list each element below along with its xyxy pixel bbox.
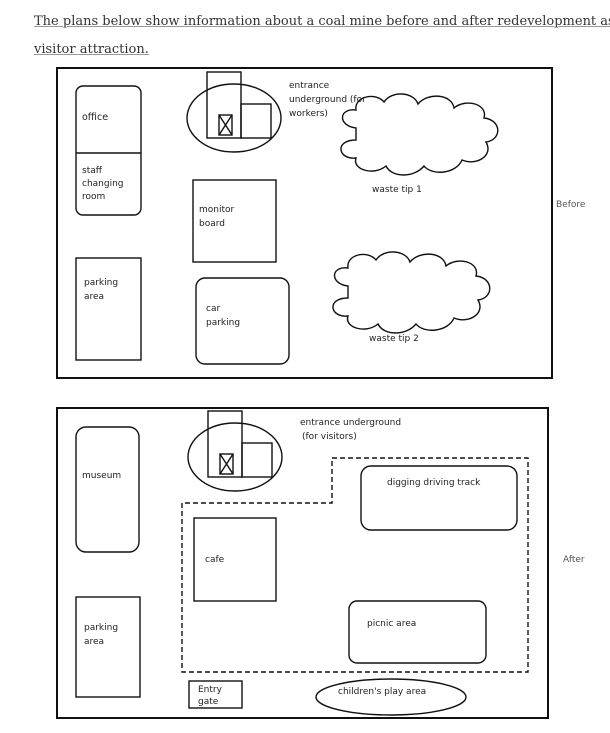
car-parking-label-2: parking (206, 318, 240, 328)
after-parking-label-2: area (84, 637, 104, 647)
car-parking-box (195, 277, 290, 365)
after-lift (219, 453, 234, 475)
picnic-area-box (348, 600, 487, 664)
before-side-label: Before (556, 200, 586, 210)
before-frame (56, 67, 553, 379)
monitor-label-2: board (199, 219, 225, 229)
before-lift (218, 114, 233, 136)
before-parking-label-1: parking (84, 278, 118, 288)
before-entrance-label-1: entrance (289, 81, 330, 91)
after-side-label: After (563, 555, 585, 565)
before-lift-cross-2 (218, 114, 233, 136)
before-plan: office staff changing room entrance unde… (56, 67, 586, 379)
monitor-board-box (192, 179, 277, 263)
museum-box (75, 426, 140, 553)
entry-gate-label-1: Entry (198, 685, 223, 695)
digging-track-label: digging driving track (387, 478, 481, 488)
waste-tip-2-cloud (332, 251, 491, 334)
play-area-label: children's play area (338, 687, 426, 697)
entry-gate-box (188, 680, 243, 709)
after-plan: museum entrance underground (for visitor… (56, 407, 585, 719)
waste-tip-2-label: waste tip 2 (369, 334, 419, 344)
staff-label-2: changing (82, 179, 124, 189)
staff-label-1: staff (82, 166, 103, 176)
entry-gate-label-2: gate (198, 697, 219, 707)
staff-label-3: room (82, 192, 105, 202)
after-parking-label-1: parking (84, 623, 118, 633)
waste-tip-1-label: waste tip 1 (372, 185, 422, 195)
picnic-area-label: picnic area (367, 619, 416, 629)
office-block (75, 85, 142, 216)
after-headframe-annex (241, 442, 273, 478)
cafe-label: cafe (205, 555, 225, 565)
waste-tip-1-cloud (340, 93, 499, 176)
after-lift-cross-2 (219, 453, 234, 475)
intro-text: The plans below show information about a… (34, 8, 610, 64)
digging-track-box (360, 465, 518, 531)
after-entrance-ellipse (187, 422, 283, 492)
before-entrance-label-2: underground (for (289, 95, 366, 105)
museum-label: museum (82, 471, 121, 481)
monitor-label-1: monitor (199, 205, 235, 215)
before-entrance-ellipse (186, 83, 282, 153)
car-parking-label-1: car (206, 304, 220, 314)
office-label: office (82, 112, 108, 123)
visitor-route-boundary (181, 457, 529, 673)
intro-line-1: The plans below show information about a… (34, 14, 610, 29)
before-parking-box (75, 257, 142, 361)
after-entrance-label-2: (for visitors) (302, 432, 357, 442)
after-parking-box (75, 596, 141, 698)
before-parking-label-2: area (84, 292, 104, 302)
after-frame (56, 407, 549, 719)
after-entrance-label-1: entrance underground (300, 418, 401, 428)
play-area-ellipse (315, 678, 467, 716)
before-entrance-label-3: workers) (289, 109, 328, 119)
cafe-box (193, 517, 277, 602)
intro-line-2: visitor attraction. (34, 42, 149, 57)
before-headframe-annex (240, 103, 272, 139)
